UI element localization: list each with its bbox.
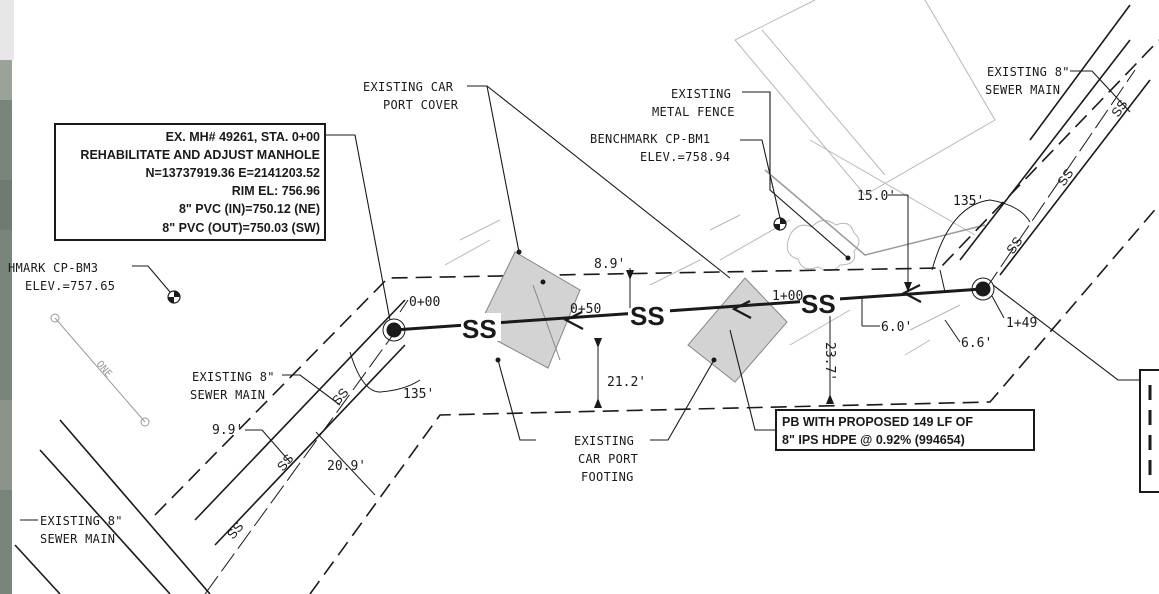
manhole-callout-line-4: RIM EL: 756.96 (232, 184, 320, 198)
sewer-dashed-sw (204, 69, 1136, 594)
car-port-footing-west (476, 251, 581, 369)
manhole-callout-line-6: 8" PVC (OUT)=750.03 (SW) (162, 221, 320, 235)
pipe-ss-symbol-3: SS (801, 289, 836, 319)
car-port-cover-label-2: PORT COVER (383, 98, 459, 112)
sewer-ss-marker: SS (224, 519, 247, 542)
car-port-footing-label-3: FOOTING (581, 470, 634, 484)
sewer-main-sw-label-1: EXISTING 8" (40, 514, 123, 528)
manhole-callout-line-2: REHABILITATE AND ADJUST MANHOLE (80, 148, 320, 162)
sewer-ss-marker: SS (1003, 234, 1025, 257)
benchmark-bm3-label-1: HMARK CP-BM3 (8, 261, 98, 275)
angle-sw: 135' (403, 387, 434, 402)
benchmark-bm1-label-1: BENCHMARK CP-BM1 (590, 132, 710, 146)
metal-fence-label-1: EXISTING (671, 87, 731, 101)
benchmark-bm3-label-2: ELEV.=757.65 (25, 279, 115, 293)
car-port-cover-label-1: EXISTING CAR (363, 80, 454, 94)
station-start-label: 0+00 (409, 295, 440, 310)
existing-sewer-main-lines (14, 4, 1151, 594)
pipe-ss-symbol-1: SS (462, 314, 497, 344)
dimension-ticks (594, 270, 912, 408)
pipe-callout-box (775, 409, 1035, 451)
one-way-marker (50, 313, 150, 427)
dimension-20-9: 20.9' (327, 459, 366, 474)
angle-ne: 135' (953, 194, 984, 209)
car-port-footing-label-1: EXISTING (574, 434, 634, 448)
sewer-main-mid-label-2: SEWER MAIN (190, 388, 265, 402)
dimension-21-2: 21.2' (607, 375, 646, 390)
manhole-callout-line-3: N=13737919.36 E=2141203.52 (146, 166, 321, 180)
sewer-main-mid-label-1: EXISTING 8" (192, 370, 275, 384)
benchmark-bm1-label-2: ELEV.=758.94 (640, 150, 730, 164)
dimension-lines (245, 194, 1031, 496)
sewer-ss-marker: SS (1054, 166, 1076, 189)
metal-fence-label-2: METAL FENCE (652, 105, 735, 119)
car-port-footing-label-2: CAR PORT (578, 452, 638, 466)
metal-fence-line (764, 169, 986, 256)
easement-boundary (154, 39, 1159, 594)
one-way-label: ONE (94, 359, 114, 380)
aerial-photo-edge (0, 0, 14, 594)
shrub-symbol (786, 220, 860, 271)
station-mid-label: 0+50 (570, 302, 601, 317)
building-outline (444, 0, 996, 356)
leader-lines (20, 70, 1143, 521)
manhole-end (971, 277, 995, 301)
sewer-main-ne-label-1: EXISTING 8" (987, 65, 1070, 79)
dimension-15-0: 15.0' (857, 189, 896, 204)
pipe-callout-line-2: 8" IPS HDPE @ 0.92% (994654) (782, 433, 965, 447)
benchmark-bm3-symbol (167, 290, 181, 304)
sewer-main-ne-label-2: SEWER MAIN (985, 83, 1060, 97)
manhole-callout-line-5: 8" PVC (IN)=750.12 (NE) (179, 202, 320, 216)
pipe-callout-line-1: PB WITH PROPOSED 149 LF OF (782, 415, 973, 429)
dimension-6-6: 6.6' (961, 336, 992, 351)
station-end-label: 1+49 (1006, 316, 1037, 331)
dimension-23-7: 23.7' (822, 342, 837, 381)
station-one-label: 1+00 (772, 289, 803, 304)
manhole-callout-line-1: EX. MH# 49261, STA. 0+00 (166, 130, 320, 144)
manhole-start (382, 318, 406, 342)
sewer-main-sw-label-2: SEWER MAIN (40, 532, 115, 546)
cutoff-callout-box (1139, 369, 1159, 493)
sewer-ss-marker: SS (274, 451, 297, 474)
dimension-8-9: 8.9' (594, 257, 625, 272)
flow-arrows (563, 284, 922, 330)
dimension-9-9: 9.9' (212, 423, 243, 438)
manhole-callout-box (54, 123, 326, 241)
pipe-ss-symbol-2: SS (630, 301, 665, 331)
dimension-6-0: 6.0' (881, 320, 912, 335)
benchmark-bm1-symbol (773, 217, 787, 231)
